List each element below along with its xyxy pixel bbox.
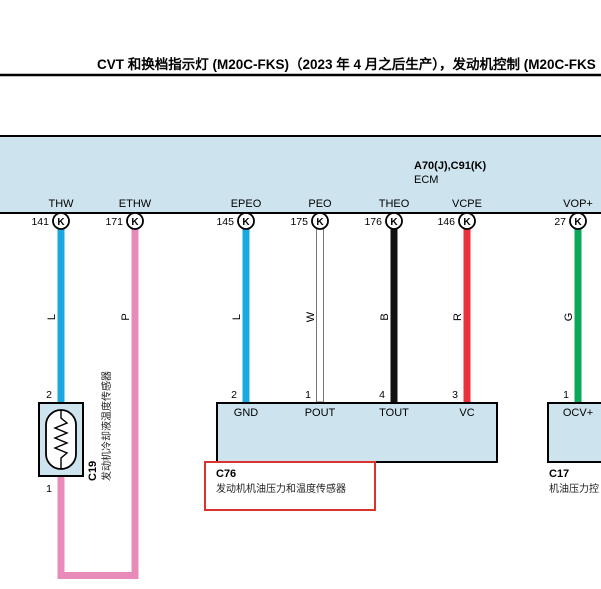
ecm-pin-number-epeo: 145 [216,216,234,228]
c76-pin-vc: 3 [452,389,458,401]
ecm-terminal-theo: THEO [379,198,410,210]
c76-terminal-tout: TOUT [379,407,409,419]
pin-connector-letter: K [316,217,324,228]
c76-terminal-gnd: GND [234,407,259,419]
wire-color-code-vop: G [563,313,575,322]
ecm-pin-number-ethw: 171 [105,216,123,228]
ecm-pin-thw[interactable]: K [52,212,70,230]
ecm-connector-code: A70(J),C91(K) [414,160,486,172]
wire-color-code-thw: L [46,314,58,320]
ecm-pin-number-theo: 176 [364,216,382,228]
c76-connector[interactable] [216,402,498,463]
pin-connector-letter: K [131,217,139,228]
wire-vop[interactable] [574,229,582,402]
page-title: CVT 和换档指示灯 (M20C-FKS)（2023 年 4 月之后生产），发动… [97,56,596,72]
c19-sensor[interactable] [38,402,84,477]
wire-epeo[interactable] [242,229,250,402]
c76-highlight-box [204,461,376,511]
c76-pin-gnd: 2 [231,389,237,401]
wire-c19-loop[interactable] [57,572,139,579]
ecm-label: ECM [414,174,438,186]
wire-color-code-peo: W [305,311,317,322]
wire-color-code-vcpe: R [452,313,464,321]
wire-peo[interactable] [316,228,324,403]
c17-pin-ocv: 1 [563,389,569,401]
ecm-terminal-vcpe: VCPE [452,198,482,210]
c17-name: 机油压力控 [549,482,599,495]
ecm-terminal-peo: PEO [308,198,332,210]
c76-pin-pout: 1 [305,389,311,401]
c19-pin-bottom: 1 [46,483,52,495]
c76-terminal-pout: POUT [305,407,336,419]
ecm-terminal-thw: THW [48,198,74,210]
ecm-pin-ethw[interactable]: K [126,212,144,230]
ecm-terminal-ethw: ETHW [119,198,152,210]
pin-connector-letter: K [242,217,250,228]
c76-terminal-vc: VC [459,407,474,419]
wire-theo[interactable] [390,229,398,402]
wire-thw[interactable] [57,229,65,402]
wire-vcpe[interactable] [463,229,471,402]
c17-code: C17 [549,468,569,480]
ecm-pin-peo[interactable]: K [311,212,329,230]
c19-name: 发动机冷却液温度传感器 [100,371,113,481]
c76-code: C76 [216,468,236,480]
ecm-pin-epeo[interactable]: K [237,212,255,230]
c17-connector[interactable] [547,402,601,463]
pin-connector-letter: K [390,217,398,228]
thermistor-icon [53,410,69,469]
ecm-pin-number-vop: 27 [554,216,566,228]
wire-color-code-ethw: P [120,313,132,320]
pin-connector-letter: K [574,217,582,228]
ecm-terminal-vop: VOP+ [563,198,593,210]
ecm-pin-vcpe[interactable]: K [458,212,476,230]
c19-pin-top: 2 [46,389,52,401]
wire-c19-return[interactable] [57,476,65,579]
wire-color-code-theo: B [379,313,391,320]
c17-terminal-ocv: OCV+ [563,407,593,419]
ecm-panel[interactable] [0,135,601,214]
c76-name: 发动机机油压力和温度传感器 [216,482,346,495]
ecm-pin-number-thw: 141 [31,216,49,228]
wire-color-code-epeo: L [231,314,243,320]
c19-code: C19 [87,461,99,481]
pin-connector-letter: K [57,217,65,228]
ecm-pin-number-vcpe: 146 [437,216,455,228]
ecm-pin-theo[interactable]: K [385,212,403,230]
ecm-terminal-epeo: EPEO [231,198,262,210]
ecm-pin-number-peo: 175 [290,216,308,228]
c76-pin-tout: 4 [379,389,385,401]
wire-ethw[interactable] [131,229,139,575]
pin-connector-letter: K [463,217,471,228]
ecm-pin-vop[interactable]: K [569,212,587,230]
